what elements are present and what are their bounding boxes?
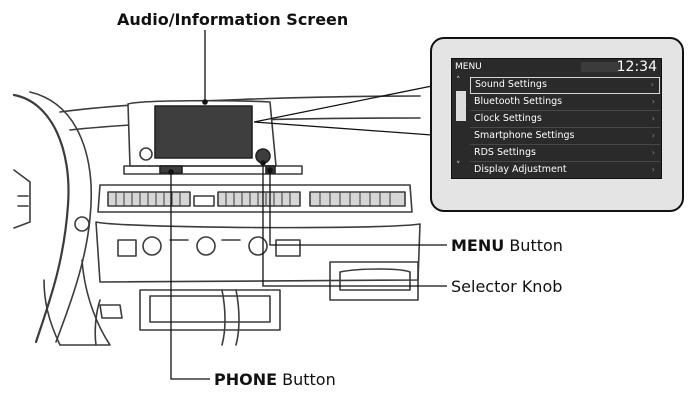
scroll-bar[interactable]: ˄ ˅ <box>454 76 468 178</box>
leader-phone <box>170 170 210 380</box>
menu-item-label: Bluetooth Settings <box>474 96 563 107</box>
leader-knob <box>262 163 447 287</box>
menu-button-label-rest: Button <box>504 236 563 255</box>
menu-item-sound-settings[interactable]: Sound Settings › <box>470 77 660 94</box>
center-vents <box>74 184 413 232</box>
menu-item-bluetooth-settings[interactable]: Bluetooth Settings › <box>470 94 660 111</box>
phone-button-label-rest: Button <box>277 370 336 389</box>
menu-list: Sound Settings › Bluetooth Settings › Cloc… <box>470 77 660 178</box>
center-console <box>43 259 419 346</box>
chevron-right-icon: › <box>651 131 655 140</box>
menu-item-clock-settings[interactable]: Clock Settings › <box>470 111 660 128</box>
menu-item-label: Smartphone Settings <box>474 130 575 141</box>
menu-item-label: Display Adjustment <box>474 164 567 175</box>
chevron-right-icon: › <box>650 80 654 89</box>
steering-wheel <box>12 91 92 344</box>
menu-button-label: MENU Button <box>451 236 563 255</box>
phone-button-label-bold: PHONE <box>214 370 278 389</box>
menu-item-label: RDS Settings <box>474 147 536 158</box>
chevron-right-icon: › <box>651 97 655 106</box>
menu-title: MENU <box>455 62 482 72</box>
menu-item-label: Clock Settings <box>474 113 542 124</box>
chevron-up-icon[interactable]: ˄ <box>456 76 461 86</box>
selector-knob-label: Selector Knob <box>451 277 563 296</box>
screen-header: MENU 12:34 <box>452 59 661 76</box>
menu-item-display-adjustment[interactable]: Display Adjustment › <box>470 162 660 178</box>
menu-item-label: Sound Settings <box>475 79 547 90</box>
menu-button-label-bold: MENU <box>451 236 505 255</box>
chevron-down-icon[interactable]: ˅ <box>456 161 461 171</box>
audio-information-screen <box>123 99 303 175</box>
phone-button-label: PHONE Button <box>214 370 336 389</box>
inset-pointer <box>253 85 433 136</box>
menu-item-smartphone-settings[interactable]: Smartphone Settings › <box>470 128 660 145</box>
clock: 12:34 <box>616 59 657 75</box>
header-bar <box>581 62 619 72</box>
chevron-right-icon: › <box>651 165 655 174</box>
menu-item-rds-settings[interactable]: RDS Settings › <box>470 145 660 162</box>
chevron-right-icon: › <box>651 148 655 157</box>
scroll-thumb[interactable] <box>456 91 466 121</box>
leader-menu <box>269 170 447 246</box>
climate-controls <box>95 221 421 283</box>
menu-screen: MENU 12:34 ˄ ˅ Sound Settings › Bluetooth… <box>451 58 662 179</box>
audio-information-screen-label: Audio/Information Screen <box>117 10 349 29</box>
chevron-right-icon: › <box>651 114 655 123</box>
